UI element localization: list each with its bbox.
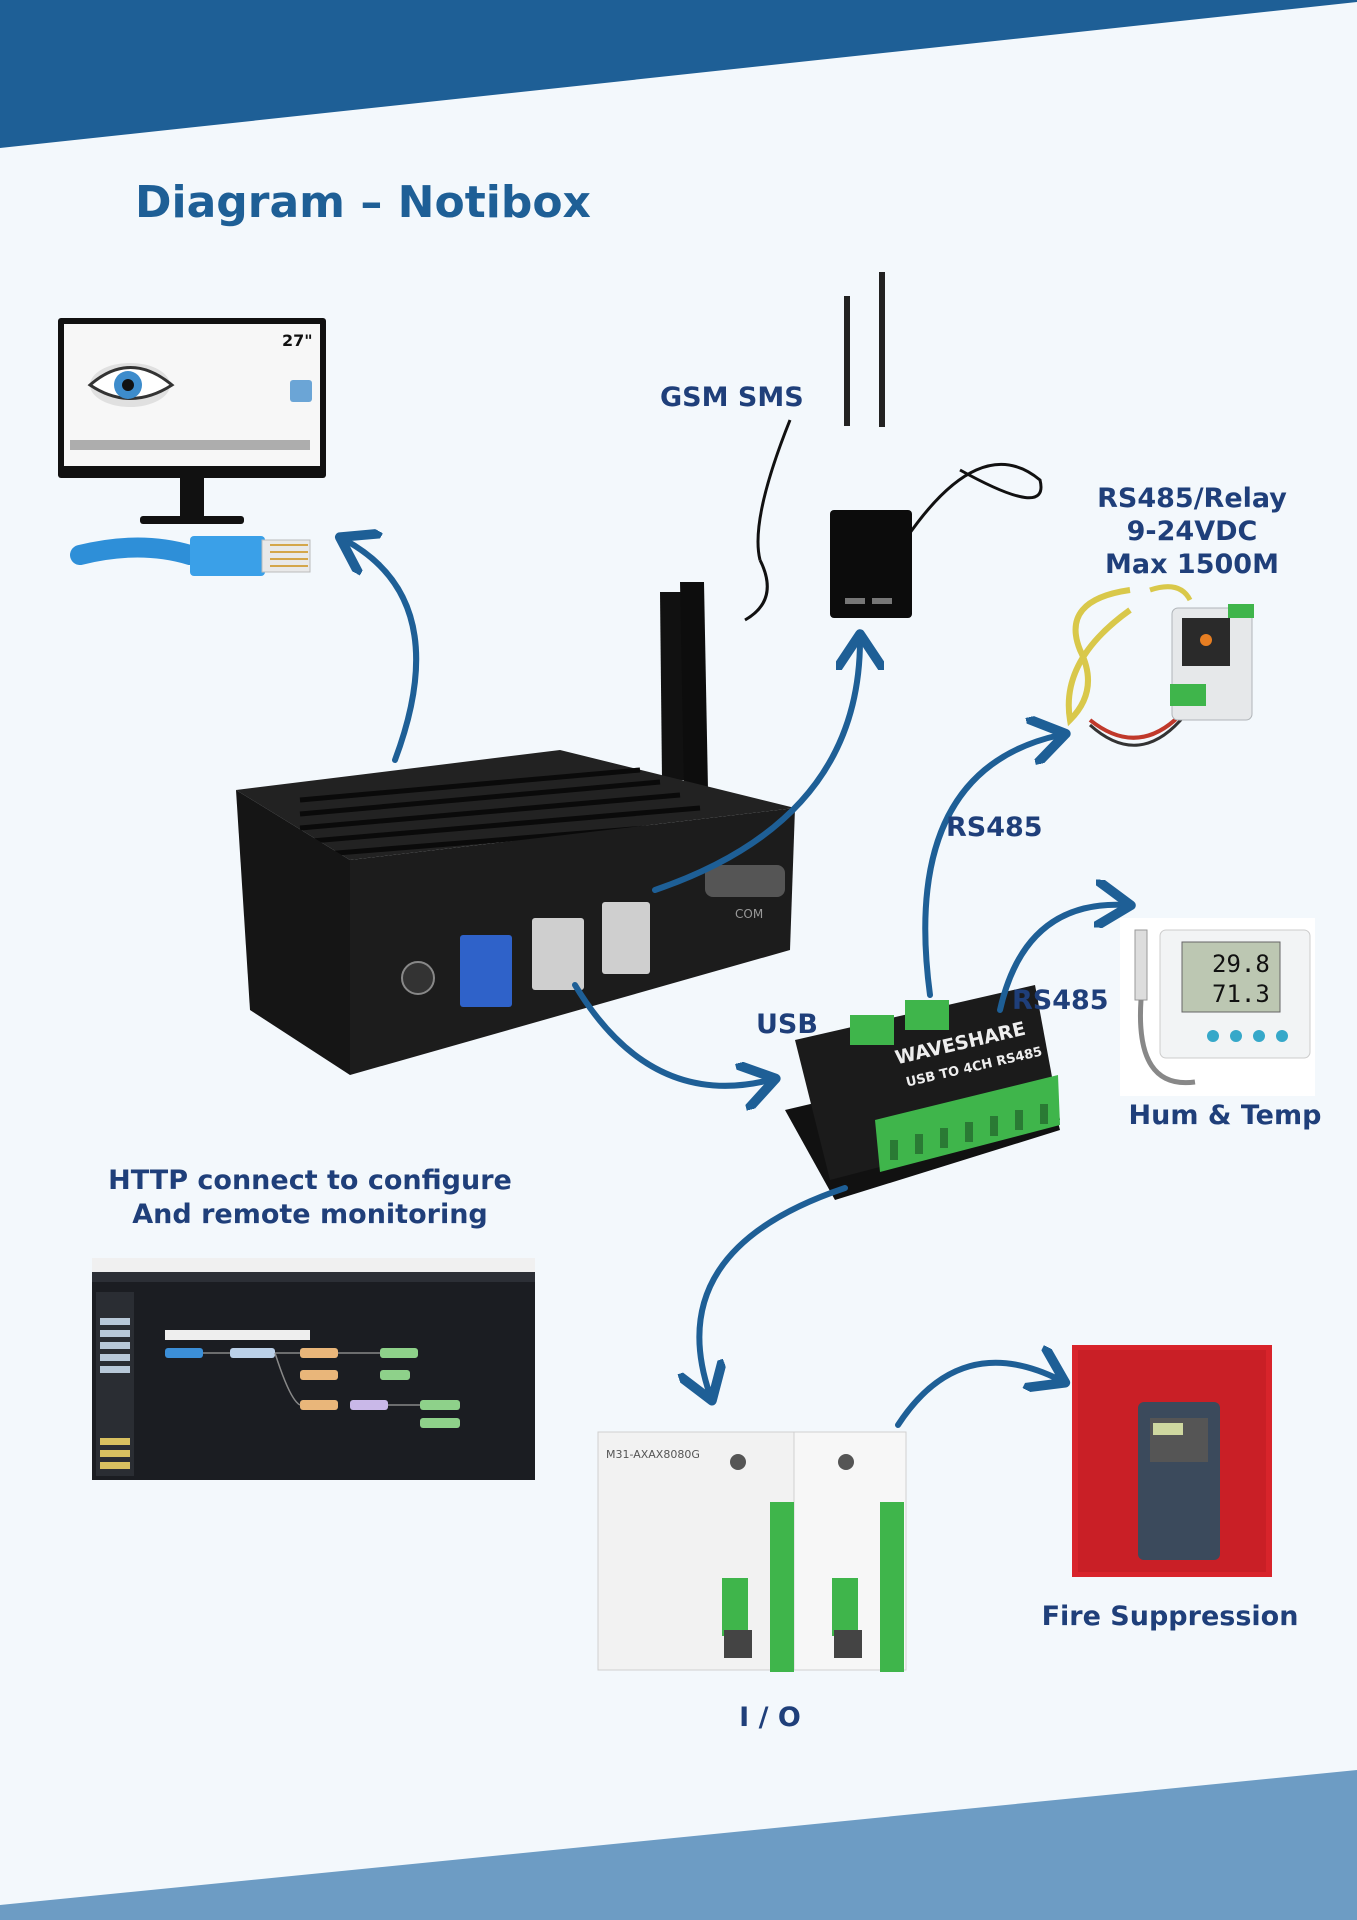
label-io: I / O [739,1702,801,1733]
label-usb: USB [756,1009,818,1040]
arrow-to-gsm [652,640,860,893]
monitor-size-text: 27" [282,331,313,350]
top-band [0,0,1357,148]
sensor-value-1: 29.8 [1212,950,1270,978]
page-title: Diagram – Notibox [135,177,591,228]
label-rs485-upper: RS485 [946,812,1043,843]
arrow-to-humtemp [997,905,1125,1013]
label-gsm-sms: GSM SMS [660,382,804,413]
label-rs485-relay-line1: RS485/Relay [1097,483,1287,514]
sensor-value-2: 71.3 [1212,980,1270,1008]
com-port-text: COM [735,907,763,921]
arrow-to-monitor [345,540,420,763]
io-model-text: M31-AXAX8080G [606,1448,700,1461]
arrow-to-io [699,1185,848,1395]
label-http-line1: HTTP connect to configure [108,1165,512,1196]
arrow-usb [572,982,770,1086]
arrow-to-relay [922,735,1060,998]
arrow-to-fire [895,1363,1060,1428]
label-rs485-lower: RS485 [1012,985,1109,1016]
label-http-line2: And remote monitoring [132,1199,488,1230]
label-fire-suppression: Fire Suppression [1041,1601,1299,1632]
bottom-band [0,1770,1357,1920]
label-rs485-relay-line2: 9-24VDC [1126,516,1258,547]
label-hum-temp: Hum & Temp [1128,1100,1322,1131]
label-rs485-relay-line3: Max 1500M [1105,549,1279,580]
